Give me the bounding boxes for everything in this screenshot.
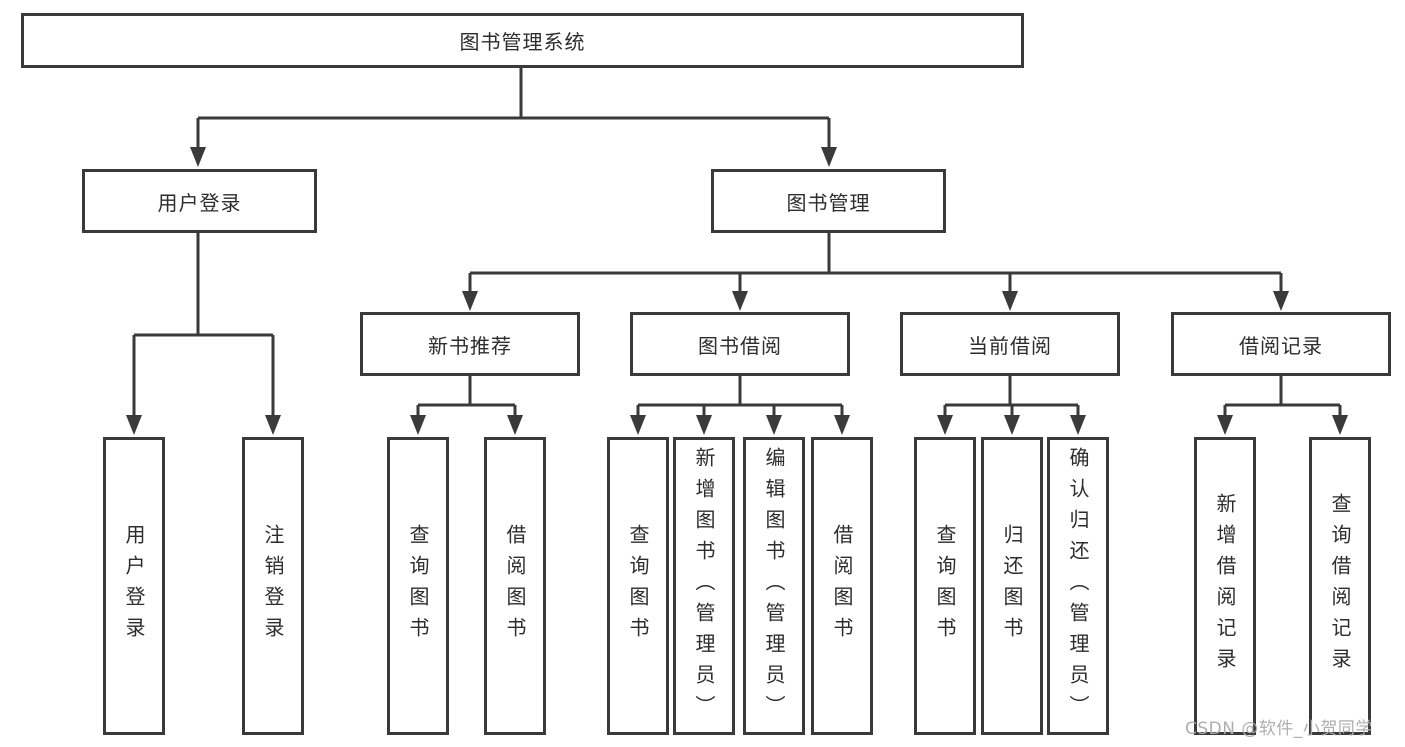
leaf-label: 查询图书 [626,524,650,648]
node-label: 图书管理 [786,190,871,215]
leaf-label: 编辑图书（管理员） [762,446,786,726]
node-library-management-system: 图书管理系统 [21,13,1024,68]
edge-lines [132,66,1342,418]
leaf-label: 查询借阅记录 [1328,493,1352,679]
leaf-label: 用户登录 [122,524,146,648]
node-label: 图书借阅 [698,333,782,358]
leaf-label: 查询图书 [933,524,957,648]
leaf-query-borrow-record: 查询借阅记录 [1309,437,1371,735]
node-label: 当前借阅 [968,333,1052,358]
node-label: 用户登录 [157,190,242,215]
leaf-return-books: 归还图书 [981,437,1043,735]
node-label: 借阅记录 [1239,333,1323,358]
leaf-add-books-admin: 新增图书（管理员） [673,437,735,735]
node-label: 新书推荐 [428,333,512,358]
node-current-borrowing: 当前借阅 [900,312,1120,376]
node-borrowing-records: 借阅记录 [1171,312,1391,376]
leaf-borrow-books: 借阅图书 [811,437,873,735]
leaf-label: 归还图书 [1000,524,1024,648]
csdn-watermark: CSDN @软件_小贺同学 [1185,719,1373,739]
leaf-logout: 注销登录 [242,437,304,735]
leaf-label: 查询图书 [406,524,430,648]
node-new-book-recommendation: 新书推荐 [360,312,580,376]
leaf-confirm-return-admin: 确认归还（管理员） [1047,437,1109,735]
leaf-borrow-books-recommend: 借阅图书 [484,437,546,735]
leaf-query-books-borrowing: 查询图书 [607,437,669,735]
leaf-label: 新增借阅记录 [1213,493,1237,679]
node-book-management-branch: 图书管理 [711,169,946,233]
leaf-label: 借阅图书 [503,524,527,648]
node-user-login-branch: 用户登录 [82,169,317,233]
leaf-edit-books-admin: 编辑图书（管理员） [743,437,805,735]
edge-arrowheads [126,147,1348,435]
leaf-query-books-recommend: 查询图书 [387,437,449,735]
leaf-user-login: 用户登录 [103,437,165,735]
leaf-add-borrow-record: 新增借阅记录 [1194,437,1256,735]
leaf-label: 注销登录 [261,524,285,648]
leaf-label: 确认归还（管理员） [1066,446,1090,726]
node-label: 图书管理系统 [459,30,586,54]
leaf-label: 新增图书（管理员） [692,446,716,726]
leaf-query-books-current: 查询图书 [914,437,976,735]
node-book-borrowing: 图书借阅 [630,312,850,376]
leaf-label: 借阅图书 [830,524,854,648]
